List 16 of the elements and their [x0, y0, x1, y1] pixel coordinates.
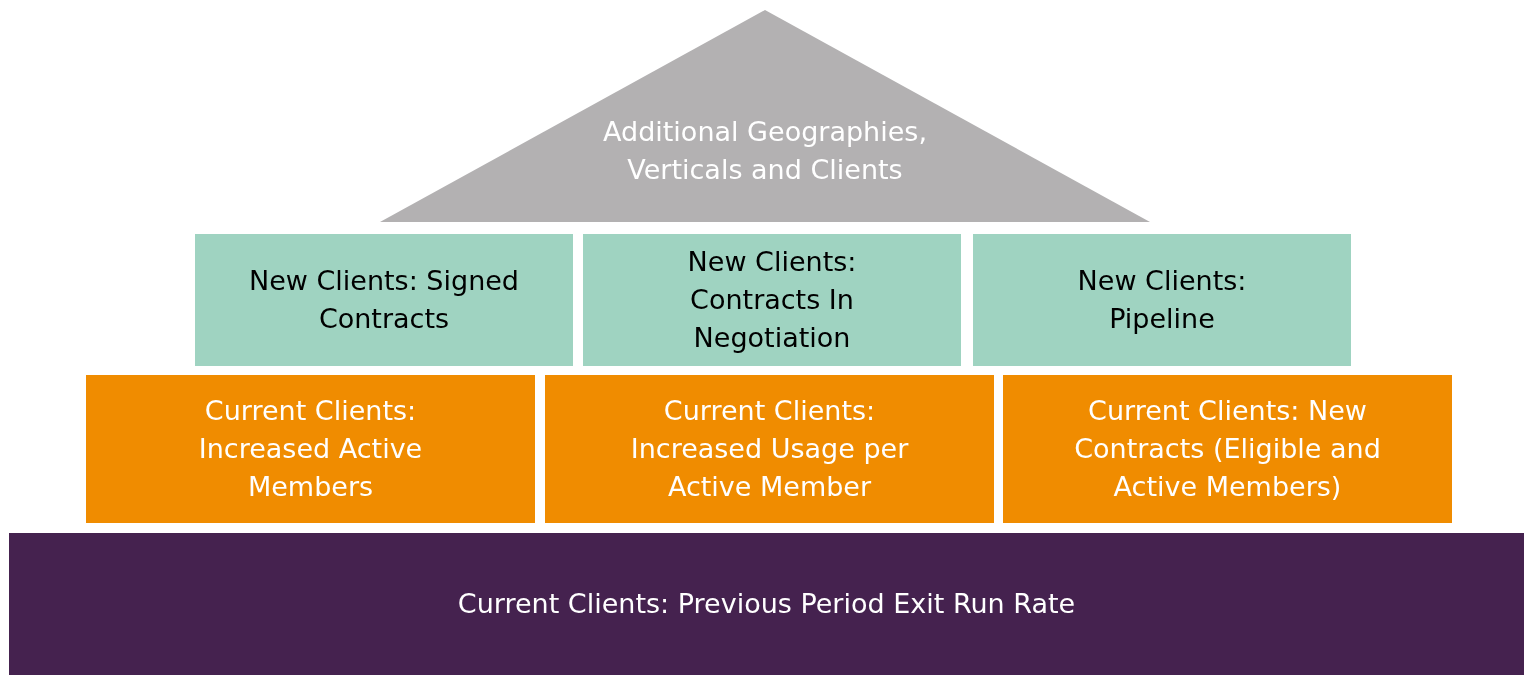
- box-label: New Clients: Signed Contracts: [248, 264, 520, 336]
- box-label: New Clients: Pipeline: [1076, 264, 1248, 336]
- box-label: Additional Geographies, Verticals and Clients: [602, 115, 928, 187]
- roof-triangle: [380, 10, 1150, 222]
- box-label: Current Clients: New Contracts (Eligible and Active Members): [1073, 394, 1382, 504]
- pillar-box: [583, 234, 961, 366]
- box-label: Current Clients: Increased Usage per Active Member: [629, 394, 910, 504]
- pillar-box: [973, 234, 1351, 366]
- box-label: Current Clients: Previous Period Exit Run Rate: [457, 587, 1076, 621]
- pillar-box: [195, 234, 573, 366]
- pillar-box: [86, 375, 535, 523]
- box-label: Current Clients: Increased Active Members: [197, 394, 424, 504]
- pillar-box: [545, 375, 994, 523]
- foundation-bar: [9, 533, 1524, 675]
- pillar-box: [1003, 375, 1452, 523]
- box-label: New Clients: Contracts In Negotiation: [686, 245, 858, 355]
